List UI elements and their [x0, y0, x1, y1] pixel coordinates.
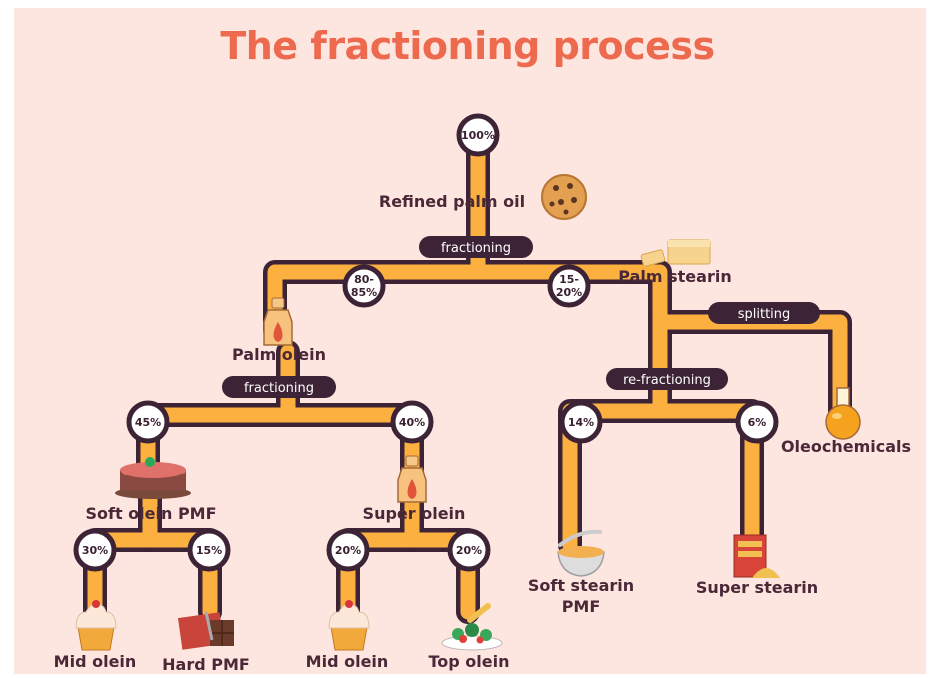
node-mid-olein-a-share: 30%	[73, 528, 117, 572]
svg-text:14%: 14%	[568, 416, 594, 429]
label-soft-olein-pmf: Soft olein PMF	[85, 504, 216, 523]
label-hard-pmf: Hard PMF	[162, 655, 250, 674]
label-mid-olein-b: Mid olein	[306, 652, 389, 671]
step-re-fractioning: re-fractioning	[606, 368, 728, 390]
svg-text:20%: 20%	[335, 544, 361, 557]
label-refined-palm-oil: Refined palm oil	[379, 192, 525, 211]
svg-text:15-: 15-	[559, 273, 579, 286]
cupcake-icon	[328, 600, 370, 651]
cake-mix-box-icon	[733, 534, 780, 578]
node-soft-olein-share: 45%	[126, 400, 170, 444]
svg-text:20%: 20%	[556, 286, 582, 299]
cookie-icon	[541, 174, 587, 220]
label-oleochemicals: Oleochemicals	[781, 437, 911, 456]
svg-text:30%: 30%	[82, 544, 108, 557]
step-fractioning-1: fractioning	[419, 236, 533, 258]
svg-text:20%: 20%	[456, 544, 482, 557]
label-palm-olein: Palm olein	[232, 345, 326, 364]
diagram-title: The fractioning process	[220, 24, 715, 68]
node-olein-share: 80- 85%	[342, 264, 386, 308]
node-super-olein-share: 40%	[390, 400, 434, 444]
svg-text:80-: 80-	[354, 273, 374, 286]
chocolate-bar-icon	[177, 611, 234, 650]
svg-text:40%: 40%	[399, 416, 425, 429]
cake-icon	[115, 457, 191, 499]
node-mid-olein-b-share: 20%	[326, 528, 370, 572]
bowl-spoon-icon	[557, 529, 605, 577]
label-soft-stearin-pmf-line1: Soft stearin	[528, 576, 634, 595]
svg-text:6%: 6%	[748, 416, 767, 429]
label-top-olein: Top olein	[428, 652, 509, 671]
node-root: 100%	[456, 113, 500, 157]
oil-bottle-icon	[263, 297, 293, 346]
svg-text:100%: 100%	[461, 129, 495, 142]
node-top-olein-share: 20%	[447, 528, 491, 572]
step-label: fractioning	[441, 241, 511, 256]
svg-text:15%: 15%	[196, 544, 222, 557]
node-hard-pmf-share: 15%	[187, 528, 231, 572]
step-label: re-fractioning	[623, 373, 711, 388]
svg-text:45%: 45%	[135, 416, 161, 429]
label-soft-stearin-pmf-line2: PMF	[562, 597, 601, 616]
butter-blocks-icon	[640, 239, 711, 267]
flask-icon	[825, 387, 861, 440]
node-super-stearin-share: 6%	[735, 400, 779, 444]
label-super-olein: Super olein	[363, 504, 466, 523]
oil-bottle-icon	[397, 455, 427, 503]
label-mid-olein-a: Mid olein	[54, 652, 137, 671]
step-splitting: splitting	[708, 302, 820, 324]
svg-text:85%: 85%	[351, 286, 377, 299]
label-super-stearin: Super stearin	[696, 578, 818, 597]
salad-plate-icon	[441, 603, 503, 651]
step-fractioning-2: fractioning	[222, 376, 336, 398]
label-palm-stearin: Palm stearin	[618, 267, 731, 286]
node-soft-stearin-share: 14%	[559, 400, 603, 444]
cupcake-icon	[75, 600, 117, 651]
step-label: splitting	[738, 307, 791, 322]
node-stearin-share: 15- 20%	[547, 264, 591, 308]
step-label: fractioning	[244, 381, 314, 396]
